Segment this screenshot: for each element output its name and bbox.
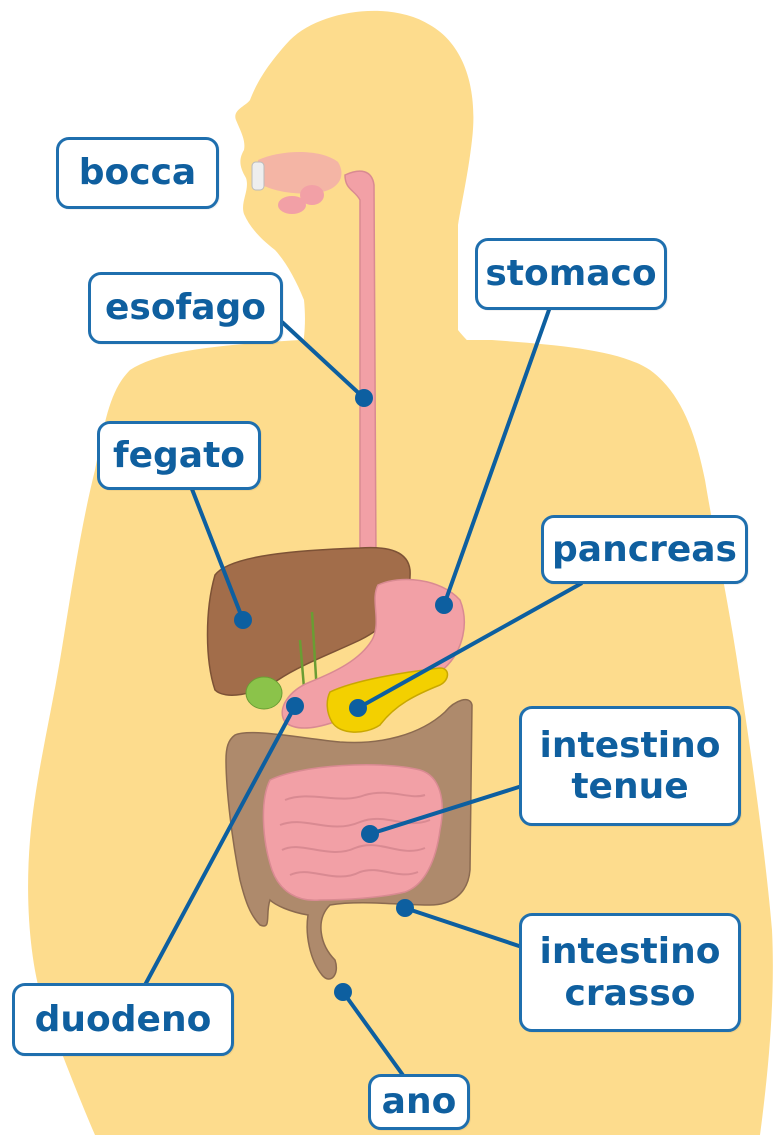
label-bocca-text: bocca <box>79 152 196 193</box>
pointer-dot-pancreas <box>349 699 367 717</box>
pointer-dot-duodeno <box>286 697 304 715</box>
mouth-cavity <box>258 152 341 194</box>
label-intestino-crasso-line1: intestino <box>540 931 721 972</box>
label-ano: ano <box>368 1074 470 1130</box>
pointer-dot-fegato <box>234 611 252 629</box>
label-intestino-tenue-line2: tenue <box>571 766 688 807</box>
pointer-dot-esofago <box>355 389 373 407</box>
label-pancreas: pancreas <box>541 515 748 584</box>
tonsil-right <box>300 185 324 205</box>
label-pancreas-text: pancreas <box>552 529 737 570</box>
pointer-dot-stomaco <box>435 596 453 614</box>
label-esofago: esofago <box>88 272 283 344</box>
small-intestine-organ <box>263 765 442 900</box>
teeth <box>252 162 264 190</box>
label-intestino-crasso-line2: crasso <box>565 973 696 1014</box>
label-stomaco: stomaco <box>475 238 667 310</box>
label-intestino-crasso: intestino crasso <box>519 913 741 1032</box>
label-ano-text: ano <box>382 1081 457 1122</box>
label-bocca: bocca <box>56 137 219 209</box>
label-intestino-tenue-line1: intestino <box>540 725 721 766</box>
label-duodeno: duodeno <box>12 983 234 1056</box>
label-intestino-tenue: intestino tenue <box>519 706 741 826</box>
label-duodeno-text: duodeno <box>35 999 212 1040</box>
label-fegato: fegato <box>97 421 261 490</box>
label-esofago-text: esofago <box>105 287 266 328</box>
pointer-dot-intestino-crasso <box>396 899 414 917</box>
gallbladder-organ <box>246 677 282 709</box>
pointer-dot-intestino-tenue <box>361 825 379 843</box>
label-stomaco-text: stomaco <box>485 253 656 294</box>
label-fegato-text: fegato <box>113 435 245 476</box>
pointer-dot-ano <box>334 983 352 1001</box>
